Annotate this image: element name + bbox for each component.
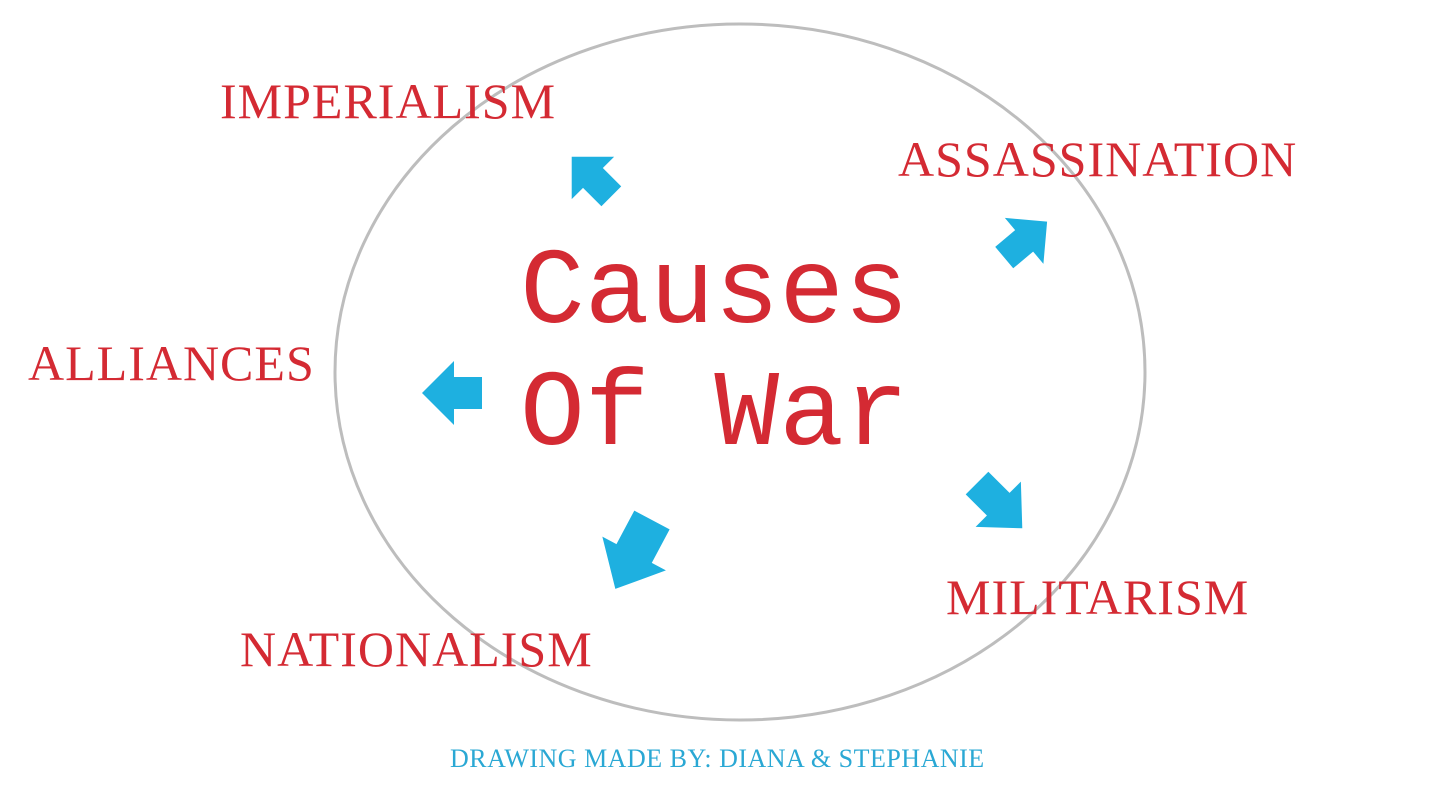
title-line-1: Causes	[520, 233, 909, 355]
arrow-to-alliances-icon	[422, 361, 482, 425]
cause-imperialism: IMPERIALISM	[220, 73, 557, 129]
arrow-to-nationalism-icon	[602, 510, 670, 589]
arrow-to-assassination-icon	[995, 217, 1048, 269]
cause-militarism: MILITARISM	[946, 569, 1250, 625]
cause-assassination: ASSASSINATION	[898, 131, 1298, 187]
arrow-to-imperialism-icon	[571, 156, 622, 207]
credit-text: DRAWING MADE BY: DIANA & STEPHANIE	[450, 744, 985, 773]
arrow-to-militarism-icon	[965, 471, 1023, 529]
cause-alliances: ALLIANCES	[28, 335, 315, 391]
cause-nationalism: NATIONALISM	[240, 621, 593, 677]
title-line-2: Of War	[520, 355, 909, 477]
outer-circle	[333, 22, 1147, 722]
